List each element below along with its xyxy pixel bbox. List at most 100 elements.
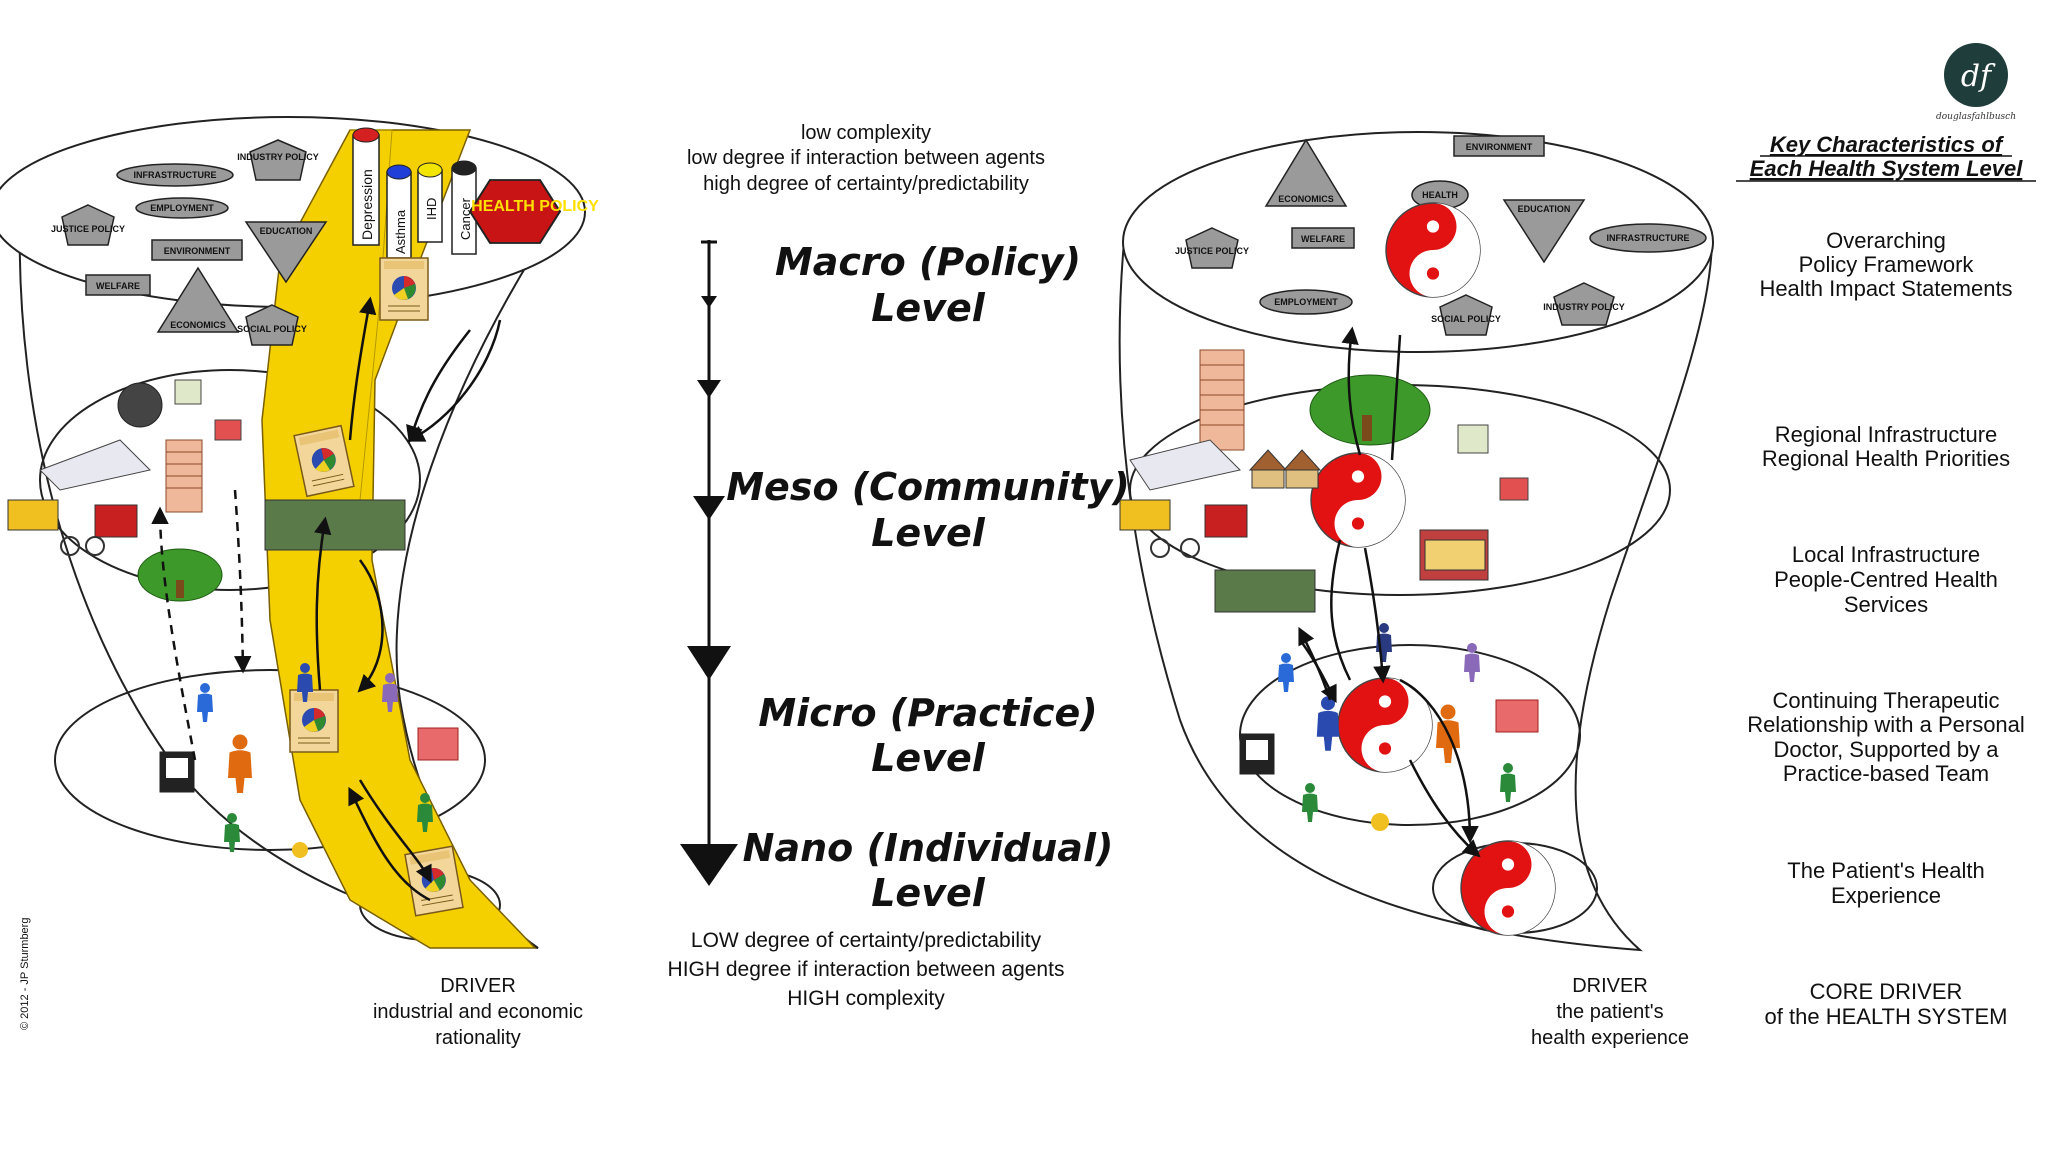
- right-education-triangle: EDUCATION: [1502, 199, 1586, 264]
- left-infrastructure-ellipse: INFRASTRUCTURE: [116, 163, 234, 187]
- right-meso-icons: [1119, 349, 1529, 613]
- micro-level-line-2: Level: [871, 736, 986, 780]
- right-employment-ellipse: EMPLOYMENT: [1259, 289, 1353, 315]
- left-employment-ellipse: EMPLOYMENT: [135, 197, 229, 219]
- key-local-line-1: Local Infrastructure: [1792, 542, 1980, 567]
- right-line-meso-micro: [1330, 539, 1352, 681]
- right-infrastructure-ellipse: INFRASTRUCTURE: [1589, 223, 1707, 253]
- left-driver-title: DRIVER: [440, 975, 516, 997]
- key-macro-line-3: Health Impact Statements: [1759, 276, 2012, 301]
- left-justice-policy-pentagon: JUSTICE POLICY: [51, 204, 125, 246]
- right-arrow-micro-nano-2: [1399, 678, 1479, 844]
- right-justice-policy-pentagon: JUSTICE POLICY: [1175, 227, 1249, 269]
- left-arrow-loop: [357, 559, 384, 693]
- top-line-3: high degree of certainty/predictability: [703, 173, 1029, 195]
- key-driver-line-1: CORE DRIVER: [1810, 979, 1963, 1004]
- right-arrow-up-macro: [1341, 326, 1362, 456]
- svg-text:HEALTH: HEALTH: [1422, 190, 1458, 200]
- right-social-policy-pentagon: SOCIAL POLICY: [1431, 294, 1501, 336]
- nano-level-line-1: Nano (Individual): [743, 826, 1114, 870]
- svg-text:WELFARE: WELFARE: [96, 281, 140, 291]
- svg-text:ECONOMICS: ECONOMICS: [170, 320, 226, 330]
- key-nano-line-1: The Patient's Health: [1787, 858, 1984, 883]
- key-micro-line-1: Continuing Therapeutic: [1772, 688, 1999, 713]
- logo-caption: douglasfahlbusch: [1936, 112, 2016, 122]
- svg-text:Asthma: Asthma: [393, 209, 408, 254]
- macro-level-line-2: Level: [871, 286, 986, 330]
- key-micro-line-2: Relationship with a Personal: [1747, 712, 2025, 737]
- logo-monogram: df: [1961, 59, 1996, 94]
- svg-text:Depression: Depression: [359, 169, 375, 240]
- asthma-cylinder: Asthma: [386, 164, 412, 259]
- right-funnel: ENVIRONMENT ECONOMICS HEALTH EDUCATION J…: [1118, 131, 1714, 1049]
- left-micro-people: [159, 663, 459, 858]
- svg-text:INFRASTRUCTURE: INFRASTRUCTURE: [134, 170, 217, 180]
- logo-circle: [1944, 43, 2008, 107]
- key-micro-line-3: Doctor, Supported by a: [1773, 737, 1999, 762]
- svg-text:ECONOMICS: ECONOMICS: [1278, 194, 1334, 204]
- macro-level-line-1: Macro (Policy): [775, 240, 1081, 284]
- top-line-1: low complexity: [801, 122, 931, 144]
- left-meso-ellipse: [39, 369, 421, 591]
- key-meso-line-1: Regional Infrastructure: [1775, 422, 1998, 447]
- left-arrow-nano-2: [348, 786, 431, 902]
- key-title-line-1: Key Characteristics of: [1770, 132, 2005, 157]
- yinyang-meso: [1311, 453, 1405, 547]
- right-arrow-micro-down: [1298, 639, 1337, 704]
- svg-text:SOCIAL POLICY: SOCIAL POLICY: [1431, 314, 1501, 324]
- key-title-line-2: Each Health System Level: [1750, 156, 2024, 181]
- svg-text:JUSTICE POLICY: JUSTICE POLICY: [51, 224, 125, 234]
- axis-arrow-1: [701, 296, 717, 308]
- axis-arrow-4: [687, 646, 731, 680]
- health-policy-hexagon: HEALTH POLICY: [468, 179, 599, 244]
- meso-level-line-2: Level: [871, 511, 986, 555]
- right-driver-line-1: the patient's: [1556, 1001, 1663, 1023]
- nano-level-line-2: Level: [871, 871, 986, 915]
- svg-text:WELFARE: WELFARE: [1301, 234, 1345, 244]
- right-arrow-micro-nano: [1408, 759, 1481, 858]
- left-environment-rect: ENVIRONMENT: [151, 239, 243, 261]
- cancer-cylinder: Cancer: [451, 160, 477, 255]
- logo: df douglasfahlbusch: [1936, 43, 2016, 122]
- key-micro-line-4: Practice-based Team: [1783, 761, 1989, 786]
- axis-arrow-5: [680, 844, 738, 886]
- left-funnel: INFRASTRUCTURE EMPLOYMENT ENVIRONMENT IN…: [0, 116, 599, 1049]
- key-macro-line-2: Policy Framework: [1799, 252, 1975, 277]
- svg-text:INFRASTRUCTURE: INFRASTRUCTURE: [1607, 233, 1690, 243]
- svg-text:JUSTICE POLICY: JUSTICE POLICY: [1175, 246, 1249, 256]
- svg-text:EMPLOYMENT: EMPLOYMENT: [1274, 297, 1338, 307]
- svg-text:ENVIRONMENT: ENVIRONMENT: [1466, 142, 1533, 152]
- svg-text:Cancer: Cancer: [458, 197, 473, 240]
- left-welfare-rect: WELFARE: [85, 274, 151, 296]
- key-local-line-3: Services: [1844, 592, 1928, 617]
- right-welfare-rect: WELFARE: [1291, 227, 1355, 249]
- svg-text:INDUSTRY POLICY: INDUSTRY POLICY: [237, 152, 319, 162]
- left-education-triangle: EDUCATION: [244, 221, 328, 284]
- left-arrow-up-2: [314, 516, 332, 691]
- svg-text:EMPLOYMENT: EMPLOYMENT: [150, 203, 214, 213]
- right-arrow-meso-micro: [1363, 547, 1391, 684]
- axis-arrow-2: [697, 380, 721, 398]
- svg-text:EDUCATION: EDUCATION: [1518, 204, 1571, 214]
- key-macro-line-1: Overarching: [1826, 228, 1946, 253]
- key-meso-line-2: Regional Health Priorities: [1762, 446, 2010, 471]
- right-industry-policy-pentagon: INDUSTRY POLICY: [1543, 282, 1625, 326]
- svg-text:SOCIAL POLICY: SOCIAL POLICY: [237, 324, 307, 334]
- svg-text:ENVIRONMENT: ENVIRONMENT: [164, 246, 231, 256]
- axis-arrow-3: [693, 496, 725, 520]
- left-budget-doc-1: [379, 257, 429, 321]
- right-micro-people: [1239, 623, 1539, 831]
- left-budget-doc-3: [289, 689, 339, 753]
- right-line-macro-meso: [1390, 334, 1402, 461]
- yinyang-macro: [1386, 203, 1480, 297]
- top-line-2: low degree if interaction between agents: [687, 147, 1045, 169]
- micro-level-line-1: Micro (Practice): [758, 691, 1097, 735]
- left-arrow-up-1: [348, 296, 377, 441]
- left-arrow-dashed-up: [151, 506, 197, 761]
- left-arrow-dashed-down: [233, 489, 252, 674]
- left-arrow-budget-2: [406, 319, 502, 442]
- svg-text:IHD: IHD: [424, 198, 439, 220]
- right-health-ellipse: HEALTH: [1411, 180, 1469, 210]
- left-micro-ellipse: [54, 669, 486, 851]
